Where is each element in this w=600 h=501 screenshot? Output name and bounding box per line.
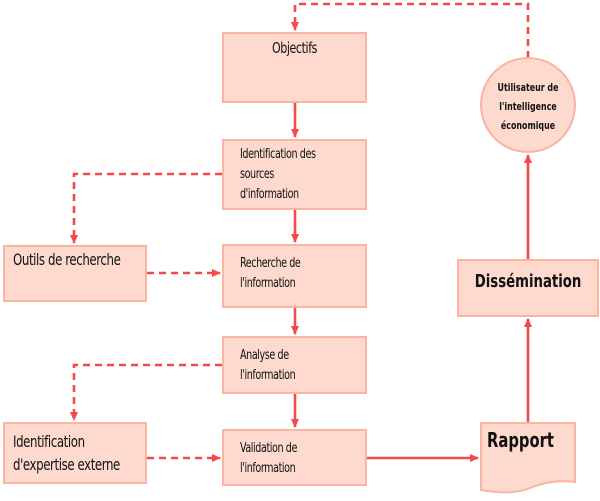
node-analyse-line: l'information [240,368,296,383]
node-validation-line: l'information [240,461,296,476]
node-rapport-label: Rapport [487,428,554,452]
node-analyse: Analyse de l'information [222,336,367,394]
node-dissemination-label: Dissémination [474,271,582,292]
node-utilisateur-line: l'intelligence [499,100,557,113]
node-rapport-shape [480,422,576,494]
node-analyse-line: Analyse de [240,348,289,363]
node-utilisateur-shape [480,57,576,153]
node-recherche: Recherche de l'information [222,244,367,308]
edge-sources-to-outils [70,172,222,244]
node-objectifs: Objectifs [222,32,367,103]
node-validation-line: Validation de [240,441,297,456]
node-objectifs-line: Objectifs [271,39,318,57]
node-dissemination: Dissémination [457,259,599,317]
node-identification-sources: Identification des sources d'information [222,139,367,210]
node-utilisateur-line: économique [500,119,556,132]
node-utilisateur: Utilisateur de l'intelligence économique [481,78,575,135]
edge-analyse-to-expertise [70,363,222,421]
node-sources-line: d'information [240,187,299,202]
node-sources-line: Identification des [240,147,316,162]
node-utilisateur-line: Utilisateur de [497,81,559,94]
node-sources-line: sources [240,167,274,182]
node-outils-line: Outils de recherche [13,250,121,269]
node-expertise-line: d'expertise externe [13,455,120,474]
edge-utilisateur-to-objectifs [291,2,530,58]
node-validation: Validation de l'information [222,429,367,486]
node-recherche-line: l'information [240,276,296,291]
node-expertise-line: Identification [13,432,85,451]
node-outils-recherche: Outils de recherche [3,245,147,302]
node-recherche-line: Recherche de [240,256,301,271]
node-expertise-externe: Identification d'expertise externe [3,422,147,484]
